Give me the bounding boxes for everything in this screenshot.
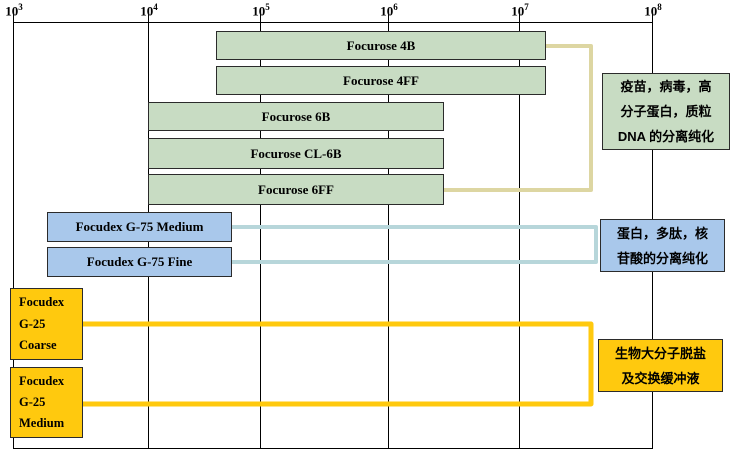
bar-focudex-g75-medium: Focudex G-75 Medium	[47, 212, 232, 242]
bar-focudex-g75-fine: Focudex G-75 Fine	[47, 247, 232, 277]
annotation-g75-applications: 蛋白，多肽，核 苷酸的分离纯化	[600, 219, 725, 272]
bar-focudex-g25-medium: Focudex G-25 Medium	[10, 367, 83, 438]
annotation-line: 分子蛋白，质粒	[620, 104, 712, 119]
axis-tick-1e6: 106	[380, 0, 398, 19]
tick-exp: 7	[524, 2, 529, 12]
tick-base: 10	[511, 3, 525, 19]
annotation-line: 蛋白，多肽，核	[616, 225, 708, 241]
annotation-line: 苷酸的分离纯化	[616, 250, 708, 266]
axis-tick-1e3: 103	[5, 0, 23, 19]
bar-focurose-4b: Focurose 4B	[216, 31, 546, 60]
tick-base: 10	[252, 3, 266, 19]
x-axis-line	[13, 22, 653, 23]
axis-tick-1e7: 107	[511, 0, 529, 19]
tick-base: 10	[5, 3, 19, 19]
g25-coarse-line1: Focudex	[19, 295, 65, 310]
bottom-border-line	[13, 448, 653, 449]
tick-exp: 5	[265, 2, 270, 12]
tick-exp: 3	[18, 2, 23, 12]
gridline-1e3	[13, 13, 14, 448]
bracket-g75	[232, 225, 598, 264]
g25-medium-line2: G-25	[19, 395, 46, 409]
g25-medium-line3: Medium	[19, 416, 65, 430]
g25-medium-line1: Focudex	[19, 374, 65, 388]
tick-exp: 8	[657, 2, 662, 12]
axis-tick-1e5: 105	[252, 0, 270, 19]
tick-exp: 4	[153, 2, 158, 12]
g25-coarse-line2: G-25	[19, 316, 46, 331]
annotation-g25-applications: 生物大分子脱盐 及交换缓冲液	[598, 339, 723, 392]
tick-base: 10	[380, 3, 394, 19]
g25-coarse-line3: Coarse	[19, 337, 57, 352]
axis-tick-1e8: 108	[644, 0, 662, 19]
annotation-line: DNA 的分离纯化	[617, 129, 715, 144]
tick-exp: 6	[393, 2, 398, 12]
bar-focurose-6ff: Focurose 6FF	[148, 174, 444, 205]
bracket-g25	[83, 321, 594, 407]
bar-focurose-6b: Focurose 6B	[148, 102, 444, 131]
annotation-line: 疫苗，病毒，高	[620, 79, 712, 94]
bar-focurose-4ff: Focurose 4FF	[216, 66, 546, 95]
annotation-agarose-applications: 疫苗，病毒，高 分子蛋白，质粒 DNA 的分离纯化	[602, 73, 730, 150]
tick-base: 10	[644, 3, 658, 19]
tick-base: 10	[140, 3, 154, 19]
bar-focudex-g25-coarse: Focudex G-25 Coarse	[10, 288, 83, 360]
annotation-line: 生物大分子脱盐	[614, 345, 706, 361]
bar-focurose-cl6b: Focurose CL-6B	[148, 138, 444, 169]
annotation-line: 及交换缓冲液	[621, 370, 700, 386]
axis-tick-1e4: 104	[140, 0, 158, 19]
